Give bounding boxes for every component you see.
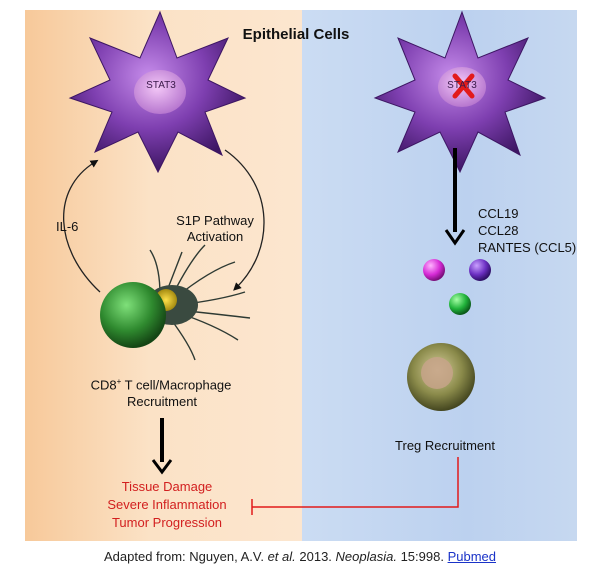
cd8-recruitment-line1: CD8+ T cell/Macrophage (91, 377, 232, 392)
pubmed-link[interactable]: Pubmed (447, 549, 496, 564)
epithelial-cell-left-icon (68, 10, 247, 174)
chemokine-ccl19: CCL19 (478, 206, 519, 221)
citation-caption: Adapted from: Nguyen, A.V. et al. 2013. … (0, 549, 600, 564)
cd8-macrophage-icon (100, 244, 251, 361)
outcome-severe-inflammation: Severe Inflammation (107, 497, 227, 512)
tcell-macrophage-label: T cell/Macrophage (121, 377, 232, 393)
caption-prefix: Adapted from: Nguyen, A.V. (104, 549, 268, 564)
il6-arrow (63, 159, 101, 293)
right-down-arrow-head (444, 229, 466, 246)
stat3-knockout-x-icon (452, 73, 475, 99)
chemokine-green-sphere (449, 293, 471, 315)
left-stat3-label: STAT3 (146, 80, 176, 91)
treg-cell-icon (407, 343, 475, 411)
s1p-label-line2: Activation (186, 229, 244, 244)
cd8-label: CD8 (90, 377, 117, 393)
chemokine-magenta-sphere (423, 259, 445, 281)
inhibition-line (252, 457, 459, 508)
left-down-arrow-head (151, 459, 173, 475)
caption-etal: et al. (267, 549, 296, 564)
chemokine-violet-sphere (469, 259, 491, 281)
s1p-label-line1: S1P Pathway (176, 213, 254, 228)
diagram-title: Epithelial Cells (242, 26, 350, 43)
cd8-plus-superscript: + (116, 377, 122, 386)
caption-year: 2013. (295, 549, 336, 564)
caption-citation: 15:998. (396, 549, 448, 564)
outcome-tissue-damage: Tissue Damage (121, 479, 213, 494)
cd8-recruitment-line2: Recruitment (126, 394, 198, 409)
s1p-arrow (224, 149, 265, 291)
outcome-tumor-progression: Tumor Progression (111, 515, 223, 530)
chemokine-rantes: RANTES (CCL5) (478, 240, 577, 255)
right-stat3-label: STAT3 (447, 80, 477, 91)
il6-label: IL-6 (56, 219, 79, 234)
caption-journal: Neoplasia. (335, 549, 397, 564)
treg-recruitment-label: Treg Recruitment (395, 438, 495, 453)
chemokine-ccl28: CCL28 (478, 223, 519, 238)
